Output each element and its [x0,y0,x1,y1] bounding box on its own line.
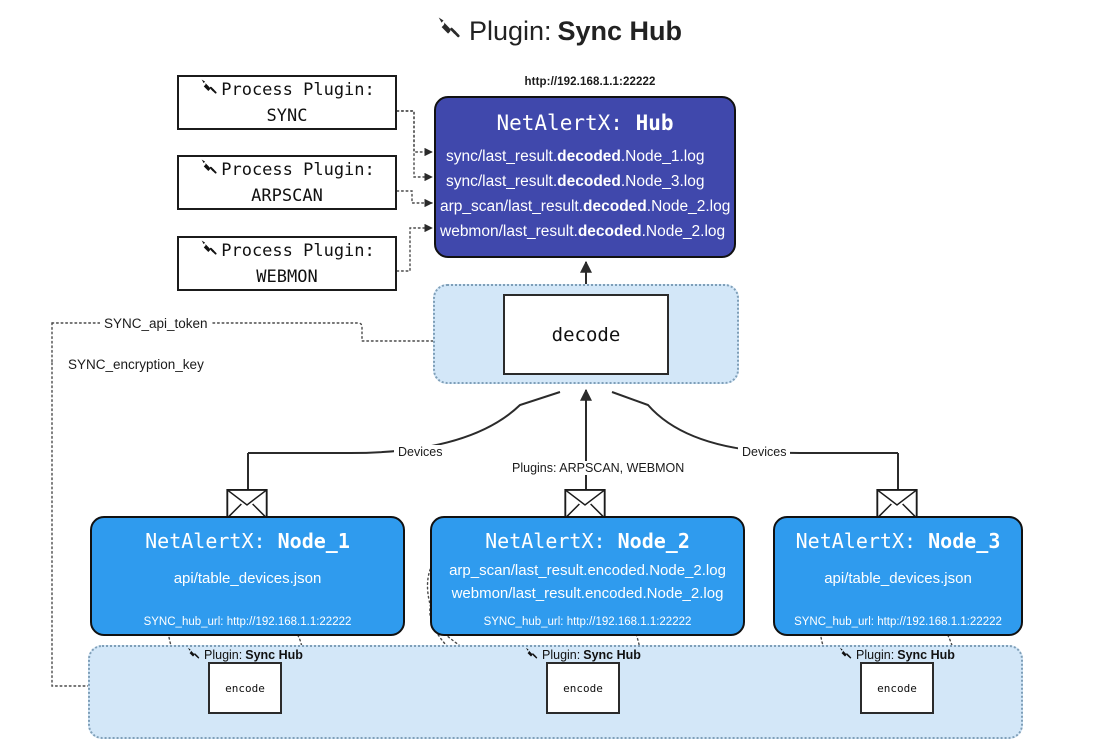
node-box-node1[interactable]: NetAlertX: Node_1 api/table_devices.json… [90,516,405,636]
hub-title-prefix: NetAlertX: [496,111,623,135]
process-plugin-box-sync[interactable]: Process Plugin: SYNC [177,75,397,130]
sync-encryption-key-label: SYNC_encryption_key [64,357,208,372]
encode-box-node1[interactable]: encode [208,662,282,714]
node-log-line: api/table_devices.json [173,570,322,587]
encoder-plugin-label: Plugin:Sync Hub [524,646,641,664]
edge-sync-to-hub2 [396,110,433,182]
hub-title: NetAlertX: Hub [436,111,734,135]
plug-icon [524,646,539,664]
node-log-line: api/table_devices.json [824,570,972,587]
hub-title-name: Hub [635,111,674,135]
hub-log-line: arp_scan/last_result.decoded.Node_2.log [440,198,731,216]
hub-box[interactable]: NetAlertX: Hub sync/last_result.decoded.… [434,96,736,258]
envelope-icon [876,489,918,524]
page-title-prefix: Plugin: [468,16,552,46]
encode-box-node2[interactable]: encode [546,662,620,714]
plugins-label-center: Plugins: ARPSCAN, WEBMON [508,461,689,475]
plug-icon [435,14,463,49]
hub-url-label: http://192.168.1.1:22222 [524,76,656,88]
encoder-plugin-label: Plugin:Sync Hub [186,646,303,664]
node-log-line: webmon/last_result.encoded.Node_2.log [451,585,724,603]
process-plugin-line1: Process Plugin: [221,160,375,181]
process-plugin-line2: SYNC [266,106,308,126]
encoder-plugin-label: Plugin:Sync Hub [838,646,955,664]
plug-icon [199,238,219,265]
process-plugin-box-arpscan[interactable]: Process Plugin: ARPSCAN [177,155,397,210]
edge-node3-to-decode [611,391,898,454]
plug-icon [199,157,219,184]
decode-box[interactable]: decode [503,294,669,375]
plug-icon [838,646,853,664]
plug-icon [199,77,219,104]
devices-label-left: Devices [394,445,447,459]
node-title: NetAlertX: Node_3 [795,529,1001,553]
page-title: Plugin: Sync Hub [0,14,1117,49]
edge-sync-to-hub1 [396,110,433,157]
sync-api-token-label: SYNC_api_token [100,316,212,331]
node-hub-url: SYNC_hub_url: http://192.168.1.1:22222 [483,616,692,628]
devices-label-right: Devices [738,445,791,459]
page-title-name: Sync Hub [557,16,683,46]
node-title: NetAlertX: Node_1 [145,529,350,553]
node-box-node3[interactable]: NetAlertX: Node_3 api/table_devices.json… [773,516,1023,636]
envelope-icon [226,489,268,524]
envelope-icon [564,489,606,524]
node-title: NetAlertX: Node_2 [485,529,690,553]
process-plugin-line2: WEBMON [256,267,318,287]
node-hub-url: SYNC_hub_url: http://192.168.1.1:22222 [794,616,1002,628]
hub-log-line: sync/last_result.decoded.Node_3.log [446,173,705,191]
hub-log-line: webmon/last_result.decoded.Node_2.log [440,223,726,241]
encode-box-node3[interactable]: encode [860,662,934,714]
edge-webmon-to-hub4 [396,223,433,272]
process-plugin-box-webmon[interactable]: Process Plugin: WEBMON [177,236,397,291]
edge-arpscan-to-hub3 [396,190,433,208]
process-plugin-line1: Process Plugin: [221,80,375,101]
plug-icon [186,646,201,664]
hub-log-line: sync/last_result.decoded.Node_1.log [446,148,705,165]
node-box-node2[interactable]: NetAlertX: Node_2 arp_scan/last_result.e… [430,516,745,636]
edge-node1-to-decode [248,391,561,454]
process-plugin-line2: ARPSCAN [251,186,323,206]
process-plugin-line1: Process Plugin: [221,241,375,262]
node-hub-url: SYNC_hub_url: http://192.168.1.1:22222 [143,616,352,628]
node-log-line: arp_scan/last_result.encoded.Node_2.log [449,562,726,579]
